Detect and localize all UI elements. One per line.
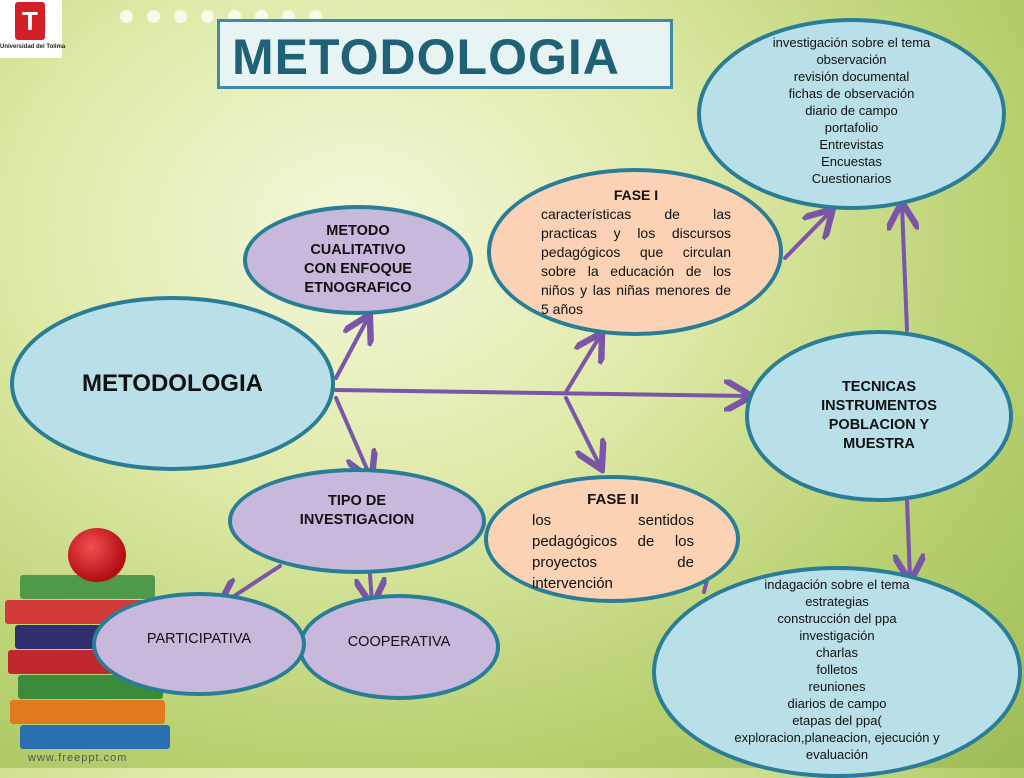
tipo-line-2: INVESTIGACION [299,512,415,528]
fase1-title: FASE I [613,187,659,203]
arrow-to-tipo [334,396,370,476]
node-cooperativa: COOPERATIVA [298,594,500,700]
node-fase-2: FASE II los sentidos pedagógicos de los … [484,475,740,603]
arrow-fase1-to-toplist [783,212,830,260]
fase2-title: FASE II [587,491,639,508]
fase1-body: características de las practicas y los d… [541,206,731,317]
metodo-line-4: ETNOGRAFICO [304,280,412,296]
node-bottom-list: indagación sobre el tema estrategias con… [652,566,1022,778]
node-participativa: PARTICIPATIVA [92,592,306,696]
bottom-list-item: folletos [816,662,858,677]
node-tipo-investigacion: TIPO DE INVESTIGACION [228,468,486,574]
logo-text: Universidad del Tolima [0,44,66,50]
logo-mark: T [15,2,45,40]
arrow-to-metodo [334,318,368,380]
top-list-item: diario de campo [805,103,898,118]
node-fase-1: FASE I características de las practicas … [487,168,783,336]
node-metodologia: METODOLOGIA [10,296,335,471]
apple-icon [68,528,126,582]
bottom-list-item: evaluación [805,747,869,762]
bottom-list-item: investigación [799,628,875,643]
cooperativa-label: COOPERATIVA [347,634,451,650]
node-top-list: investigación sobre el tema observación … [697,18,1006,210]
node-tecnicas: TECNICAS INSTRUMENTOS POBLACION Y MUESTR… [745,330,1013,502]
bottom-list-item: indagación sobre el tema [764,577,910,592]
top-list-item: revisión documental [793,69,910,84]
fase2-body: los sentidos pedagógicos de los proyecto… [532,512,694,592]
arrow-to-fase2 [564,396,600,466]
university-logo: T Universidad del Tolima [0,0,66,58]
bottom-list-item: estrategias [805,594,869,609]
books-illustration [0,528,190,768]
arrow-tecnicas-to-toplist [902,206,907,332]
bottom-list-item: charlas [816,645,858,660]
participativa-label: PARTICIPATIVA [146,631,252,647]
node-metodo: METODO CUALITATIVO CON ENFOQUE ETNOGRAFI… [243,205,473,315]
metodo-line-2: CUALITATIVO [310,242,406,258]
top-list-item: Encuestas [821,154,882,169]
metodo-line-1: METODO [326,223,390,239]
bottom-list-item: construcción del ppa [777,611,897,626]
bottom-list-item: etapas del ppa( [792,713,882,728]
tecnicas-line-2: INSTRUMENTOS [821,398,937,414]
footer-watermark: www.freeppt.com [28,752,128,764]
arrow-to-tecnicas [334,390,748,396]
tecnicas-line-1: TECNICAS [841,379,917,395]
top-list-item: Cuestionarios [811,171,892,186]
arrow-to-fase1 [564,336,600,394]
top-list-item: portafolio [824,120,879,135]
top-list-item: observación [816,52,887,67]
arrow-tecnicas-to-bottomlist [907,498,910,578]
top-list-item: fichas de observación [788,86,915,101]
title-box: METODOLOGIA [217,19,673,89]
node-metodologia-label: METODOLOGIA [82,369,263,397]
page-title: METODOLOGIA [232,29,620,85]
bottom-list-item: exploracion,planeacion, ejecución y [734,730,940,745]
tecnicas-line-4: MUESTRA [843,436,915,452]
top-list-item: Entrevistas [819,137,884,152]
bottom-list-item: diarios de campo [787,696,887,711]
tecnicas-line-3: POBLACION Y [828,417,930,433]
bottom-list-item: reuniones [808,679,866,694]
top-list-item: investigación sobre el tema [772,35,931,50]
tipo-line-1: TIPO DE [327,493,386,509]
metodo-line-3: CON ENFOQUE [304,261,412,277]
